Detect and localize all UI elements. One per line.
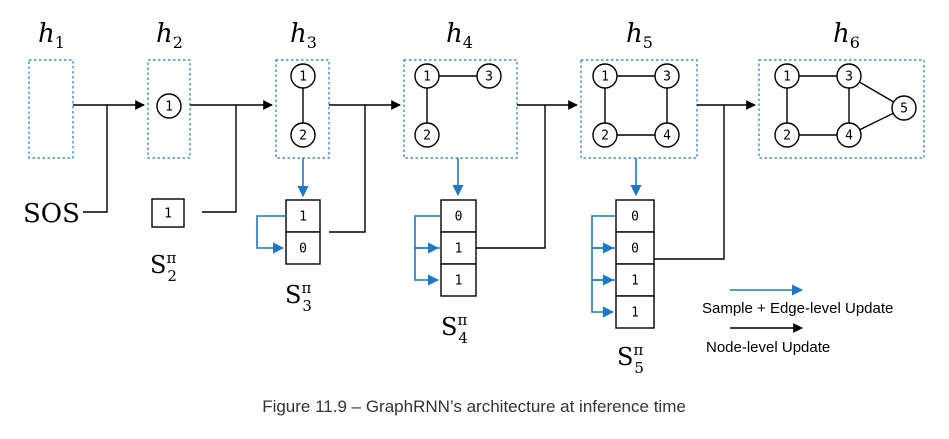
svg-text:1: 1 [299,70,307,85]
graph-node: 1 [414,63,440,89]
svg-text:2: 2 [783,129,791,144]
node-level-input-line [83,105,108,213]
node-level-flows [73,100,756,260]
hidden-state-label-h2: h2 [156,19,183,52]
legend: Sample + Edge-level Update Node-level Up… [702,284,893,356]
node-level-input-line [329,105,366,233]
hidden-state-label-h4: h4 [446,19,473,52]
graph-node: 1 [290,63,316,89]
edge-level-arrow [256,215,286,254]
graph-h3: 1 2 [290,63,316,148]
edge-level-arrow [591,279,616,318]
sequence-cell [615,199,655,233]
graph-node: 1 [156,93,182,119]
edge-level-arrow [414,215,441,254]
hidden-state-label-h6: h6 [833,19,860,52]
edge-level-arrow [414,247,441,286]
svg-text:1: 1 [783,70,791,85]
graph-node: 2 [290,122,316,148]
svg-text:3: 3 [485,70,493,85]
graph-node: 2 [414,122,440,148]
svg-text:2: 2 [601,129,609,144]
sequence-cell [440,263,477,297]
hidden-state-label-h5: h5 [626,19,653,52]
svg-text:4: 4 [663,129,671,144]
svg-text:2: 2 [423,129,431,144]
svg-text:1: 1 [601,70,609,85]
graph-h5: 1 3 2 4 [592,63,680,148]
svg-text:4: 4 [845,129,853,144]
sequence-cell [151,198,185,228]
sequence-cell [615,295,655,329]
svg-text:1: 1 [164,207,172,222]
graph-node: 3 [476,63,502,89]
sequence-cell [615,263,655,297]
graph-node: 4 [836,122,862,148]
graph-node: 4 [654,122,680,148]
hidden-state-box-h1 [28,59,74,159]
graph-node: 5 [891,95,917,121]
graph-h4: 1 3 2 [414,63,502,148]
svg-text:1: 1 [455,274,463,289]
sequence-cell [615,231,655,265]
svg-text:0: 0 [299,242,307,257]
sos-label: SOS [23,199,80,229]
svg-text:0: 0 [631,210,639,225]
hidden-state-box-h4 [403,59,518,159]
hidden-state-box-h5 [580,59,698,159]
svg-text:1: 1 [299,210,307,225]
svg-text:1: 1 [631,274,639,289]
svg-text:1: 1 [423,70,431,85]
svg-text:1: 1 [455,242,463,257]
hidden-state-boxes [28,59,925,159]
svg-text:3: 3 [845,70,853,85]
edge-level-arrow [591,247,616,286]
svg-text:1: 1 [631,306,639,321]
graph-node: 2 [592,122,618,148]
svg-text:3: 3 [663,70,671,85]
graph-h6: 1 3 2 4 5 [774,63,917,148]
legend-blue-label: Sample + Edge-level Update [702,300,893,317]
figure-caption: Figure 11.9 – GraphRNN’s architecture at… [262,397,686,416]
graph-node: 1 [592,63,618,89]
hidden-state-box-h6 [758,59,925,159]
node-level-input-line [654,105,725,260]
legend-black-label: Node-level Update [706,339,830,356]
svg-text:0: 0 [631,242,639,257]
svg-text:0: 0 [455,210,463,225]
hidden-state-labels: h1 h2 h3 h4 h5 h6 [38,19,860,52]
hidden-state-box-h2 [147,59,191,159]
graph-h2: 1 [156,93,182,119]
sequence-cell [285,231,321,265]
svg-text:1: 1 [165,100,173,115]
graph-node: 1 [774,63,800,89]
node-level-input-line [476,105,546,249]
hidden-state-label-h3: h3 [290,19,317,52]
svg-text:2: 2 [299,129,307,144]
edge-level-arrow [591,215,616,254]
hidden-state-label-h1: h1 [38,19,65,52]
node-level-input-line [202,105,237,213]
graph-node: 3 [836,63,862,89]
graph-node: 2 [774,122,800,148]
svg-text:5: 5 [900,102,908,117]
graph-node: 3 [654,63,680,89]
